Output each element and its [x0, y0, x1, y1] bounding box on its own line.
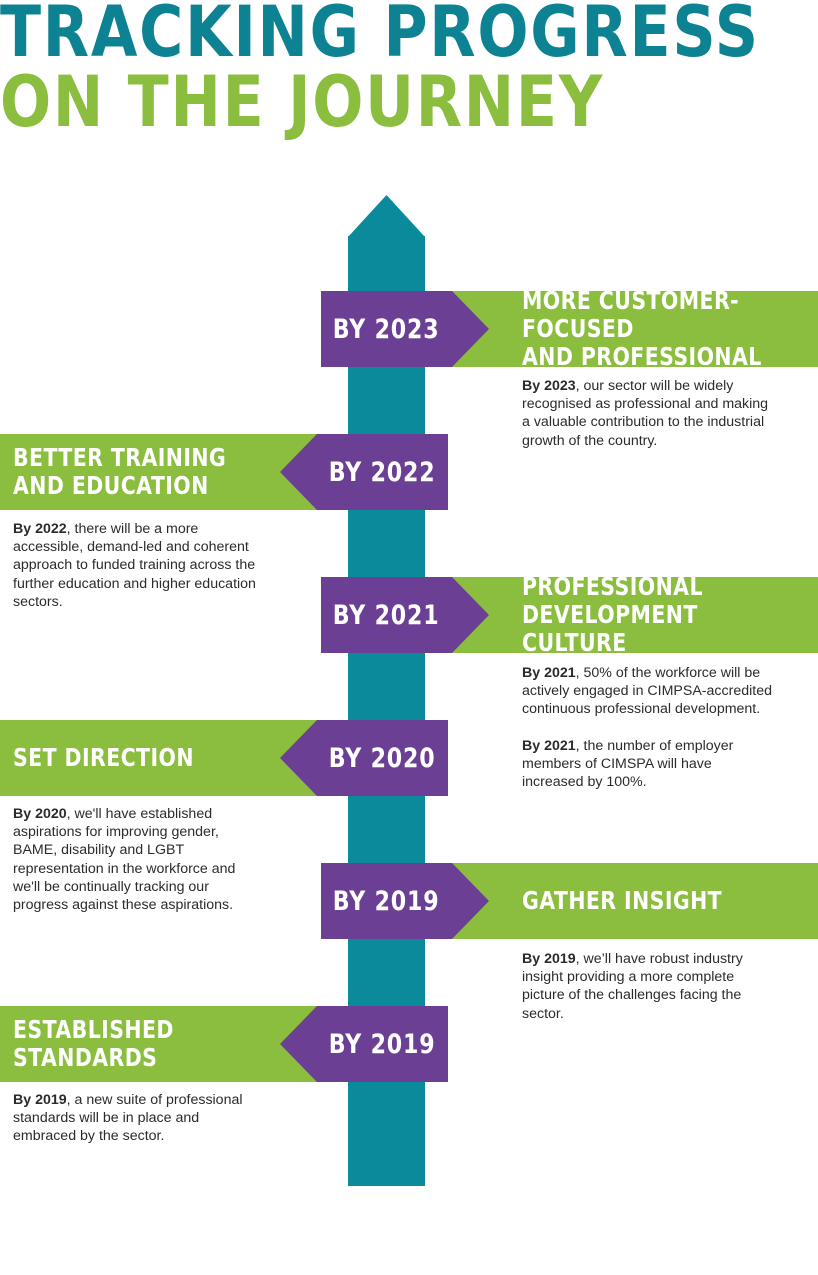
milestone-2021-description-paragraph-2: By 2021, the number of employer members …	[522, 737, 772, 792]
milestone-2019-standards-description-lead: By 2019	[13, 1092, 67, 1108]
milestone-2020-description-text: , we'll have established aspirations for…	[13, 806, 236, 914]
milestone-2019-insight-year-marker: BY 2019	[321, 863, 489, 939]
milestone-2019-standards-banner: ESTABLISHED STANDARDS	[0, 1006, 330, 1082]
milestone-2020-year: BY 2020	[328, 742, 436, 774]
milestone-2019-standards-description-paragraph: By 2019, a new suite of professional sta…	[13, 1091, 263, 1146]
milestone-2021-description: By 2021, 50% of the workforce will be ac…	[522, 664, 772, 791]
milestone-2019-insight-description-text: , we’ll have robust industry insight pro…	[522, 951, 743, 1022]
milestone-2020-banner: SET DIRECTION	[0, 720, 330, 796]
milestone-2023-description-paragraph: By 2023, our sector will be widely recog…	[522, 377, 772, 450]
milestone-2021-description-1-text: , 50% of the workforce will be actively …	[522, 665, 772, 718]
milestone-2021-title: PROFESSIONAL DEVELOPMENT CULTURE	[522, 572, 703, 657]
milestone-2019-insight-year: BY 2019	[332, 885, 440, 917]
milestone-2021-year: BY 2021	[332, 599, 440, 631]
milestone-2022-title: BETTER TRAINING AND EDUCATION	[13, 443, 227, 500]
milestone-2022-description-lead: By 2022	[13, 521, 67, 537]
milestone-2019-insight-description-lead: By 2019	[522, 951, 576, 967]
milestone-2022-year: BY 2022	[328, 456, 436, 488]
milestone-2021-year-marker: BY 2021	[321, 577, 489, 653]
milestone-2023-description: By 2023, our sector will be widely recog…	[522, 377, 772, 450]
milestone-2021-description-2-lead: By 2021	[522, 737, 576, 754]
milestone-2022-description: By 2022, there will be a more accessible…	[13, 520, 263, 611]
milestone-2020-year-marker: BY 2020	[280, 720, 448, 796]
milestone-2019-insight-description: By 2019, we’ll have robust industry insi…	[522, 950, 772, 1023]
milestone-2019-standards-year: BY 2019	[328, 1028, 436, 1060]
milestone-2019-insight-description-paragraph: By 2019, we’ll have robust industry insi…	[522, 950, 772, 1023]
milestone-2019-standards-description: By 2019, a new suite of professional sta…	[13, 1091, 263, 1146]
milestone-2023-title: MORE CUSTOMER-FOCUSED AND PROFESSIONAL	[522, 286, 762, 371]
milestone-2022-description-text: , there will be a more accessible, deman…	[13, 521, 256, 610]
milestone-2020-description-lead: By 2020	[13, 806, 67, 822]
milestone-2023-year: BY 2023	[332, 313, 440, 345]
milestone-2020-title: SET DIRECTION	[13, 743, 194, 772]
timeline-arrow-head	[348, 195, 425, 237]
page-title-line-2: ON THE JOURNEY	[0, 61, 605, 143]
milestone-2021-banner: PROFESSIONAL DEVELOPMENT CULTURE	[450, 573, 818, 657]
milestone-2019-standards-description-text: , a new suite of professional standards …	[13, 1092, 243, 1145]
milestone-2023-banner: MORE CUSTOMER-FOCUSED AND PROFESSIONAL	[450, 287, 818, 371]
milestone-2023-year-marker: BY 2023	[321, 291, 489, 367]
milestone-2019-insight-title: GATHER INSIGHT	[522, 886, 723, 915]
milestone-2022-banner: BETTER TRAINING AND EDUCATION	[0, 434, 330, 510]
milestone-2021-description-paragraph-1: By 2021, 50% of the workforce will be ac…	[522, 664, 772, 719]
milestone-2022-description-paragraph: By 2022, there will be a more accessible…	[13, 520, 263, 611]
milestone-2021-description-2-text: , the number of employer members of CIMS…	[522, 737, 734, 791]
milestone-2019-standards-year-marker: BY 2019	[280, 1006, 448, 1082]
milestone-2023-description-lead: By 2023	[522, 378, 576, 394]
page-title-line-1: TRACKING PROGRESS	[0, 0, 760, 73]
milestone-2022-year-marker: BY 2022	[280, 434, 448, 510]
milestone-2020-description: By 2020, we'll have established aspirati…	[13, 805, 263, 914]
milestone-2019-standards-title: ESTABLISHED STANDARDS	[13, 1015, 174, 1072]
milestone-2020-description-paragraph: By 2020, we'll have established aspirati…	[13, 805, 263, 914]
milestone-2019-insight-banner: GATHER INSIGHT	[450, 863, 818, 939]
milestone-2023-description-text: , our sector will be widely recognised a…	[522, 378, 769, 449]
milestone-2021-description-1-lead: By 2021	[522, 665, 576, 681]
